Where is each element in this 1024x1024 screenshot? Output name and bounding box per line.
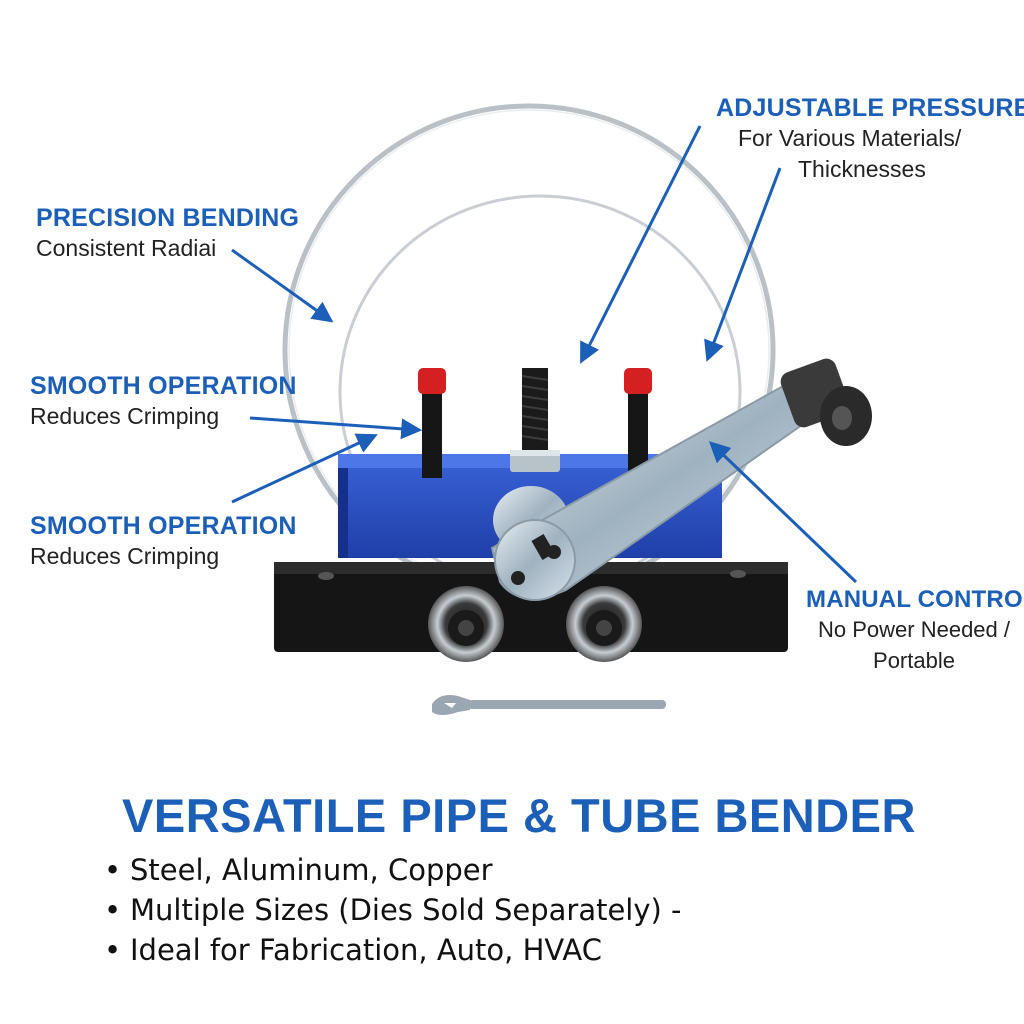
crank-handle: [490, 358, 872, 601]
feature-text: Ideal for Fabrication, Auto, HVAC: [130, 933, 602, 967]
feature-item: •Steel, Aluminum, Copper: [104, 850, 682, 890]
callout-title: PRECISION BENDING: [36, 204, 300, 232]
feature-item: •Multiple Sizes (Dies Sold Separately) -: [104, 890, 682, 930]
callout-precision-bending: PRECISION BENDING Consistent Radiai: [36, 204, 299, 264]
feature-item: •Ideal for Fabrication, Auto, HVAC: [104, 930, 682, 970]
feature-text: Multiple Sizes (Dies Sold Separately) -: [130, 893, 682, 927]
callout-title: SMOOTH OPERATION: [30, 512, 297, 540]
callout-title: SMOOTH OPERATION: [30, 372, 297, 400]
callout-smooth-operation-1: SMOOTH OPERATION Reduces Crimping: [30, 372, 297, 432]
right-post: [624, 368, 652, 478]
callout-adjustable-pressure: ADJUSTABLE PRESSURE For Various Material…: [716, 94, 1024, 185]
callout-subtitle-line1: For Various Materials/: [738, 125, 962, 151]
bullet-icon: •: [104, 933, 122, 967]
arrow-adjustable-2: [704, 167, 782, 362]
bullet-icon: •: [104, 893, 122, 927]
callout-subtitle: Reduces Crimping: [30, 543, 220, 569]
arrow-precision: [231, 248, 334, 323]
callout-subtitle: Consistent Radiai: [36, 235, 217, 261]
callout-subtitle: Reduces Crimping: [30, 403, 220, 429]
feature-text: Steel, Aluminum, Copper: [130, 853, 493, 887]
arrow-manual: [708, 441, 858, 584]
pressure-bolt: [510, 368, 560, 472]
arrow-smooth-2: [231, 433, 378, 504]
arrow-adjustable-1: [580, 125, 702, 364]
product-headline: VERSATILE PIPE & TUBE BENDER: [122, 789, 916, 842]
bullet-icon: •: [104, 853, 122, 887]
callout-smooth-operation-2: SMOOTH OPERATION Reduces Crimping: [30, 512, 297, 572]
callout-manual-control: MANUAL CONTROL No Power Needed / Portabl…: [806, 586, 1024, 676]
feature-list: •Steel, Aluminum, Copper •Multiple Sizes…: [104, 850, 682, 970]
bottom-roller-left: [428, 586, 504, 662]
callout-title: MANUAL CONTROL: [806, 586, 1024, 613]
callout-subtitle-line2: Thicknesses: [798, 156, 926, 182]
callout-title: ADJUSTABLE PRESSURE: [716, 94, 1024, 122]
arrow-smooth-1: [249, 416, 423, 440]
left-post: [418, 368, 446, 478]
bottom-roller-right: [566, 586, 642, 662]
callout-subtitle-line1: No Power Needed /: [818, 617, 1010, 642]
callout-subtitle-line2: Portable: [873, 648, 955, 673]
wrench-tool: [432, 695, 666, 715]
